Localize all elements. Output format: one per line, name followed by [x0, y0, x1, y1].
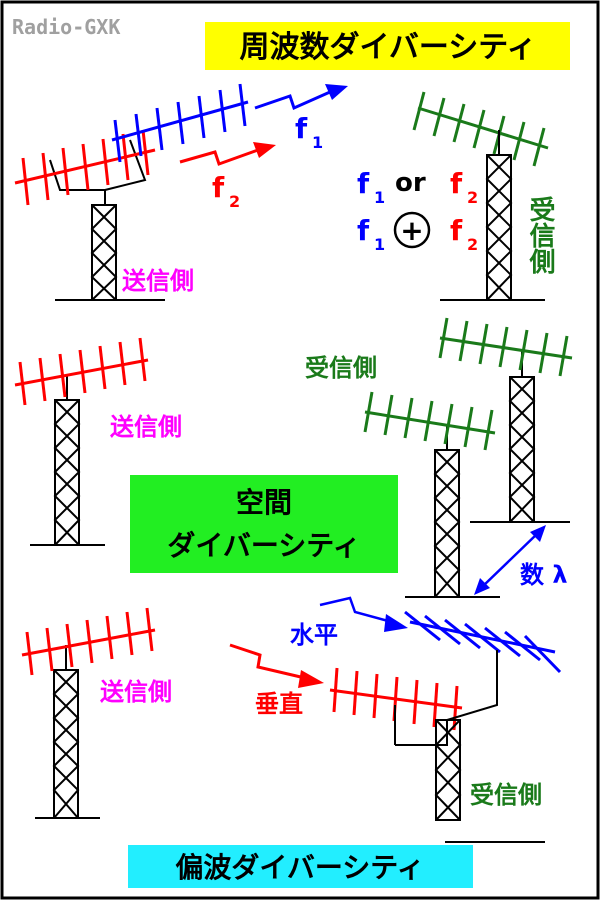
blue-horizontal-yagi — [404, 610, 562, 674]
green-yagi-antenna-upper — [438, 317, 573, 377]
tx-tower — [52, 669, 80, 819]
svg-text:2: 2 — [229, 192, 240, 211]
f2-label: f 2 — [212, 171, 240, 211]
svg-text:+: + — [400, 214, 423, 247]
svg-text:f: f — [295, 112, 308, 145]
red-yagi-antenna — [21, 607, 156, 676]
svg-text:2: 2 — [467, 188, 478, 207]
rx-tower — [434, 719, 462, 821]
red-yagi-antenna — [14, 337, 149, 406]
frequency-title: 周波数ダイバーシティ — [240, 30, 537, 65]
svg-text:f: f — [212, 171, 225, 204]
tx-tower — [90, 204, 118, 301]
f1-or-f2-text: f 1 or f 2 — [357, 167, 478, 207]
rx-label: 受信側 — [470, 781, 542, 809]
svg-text:1: 1 — [374, 235, 385, 254]
separation-arrow — [474, 525, 546, 595]
horizontal-label: 水平 — [290, 621, 338, 649]
svg-text:1: 1 — [374, 188, 385, 207]
space-title-line2: ダイバーシティ — [167, 529, 360, 562]
red-yagi-antenna — [14, 129, 156, 206]
space-diversity-section: 送信側 空間 ダイバーシティ — [14, 317, 573, 598]
rx-tower — [485, 154, 513, 301]
svg-text:f: f — [450, 167, 463, 200]
svg-text:or: or — [395, 168, 426, 198]
tx-label: 送信側 — [100, 678, 172, 706]
green-yagi-antenna — [412, 91, 549, 167]
svg-text:f: f — [450, 214, 463, 247]
combine-circle — [393, 211, 431, 249]
rx-label: 受信側 — [305, 354, 377, 382]
vertical-label: 垂直 — [255, 690, 303, 718]
frequency-title-box — [205, 22, 570, 70]
vertical-arrow — [229, 643, 324, 688]
green-yagi-antenna-lower — [363, 391, 496, 451]
svg-text:1: 1 — [312, 133, 323, 152]
svg-text:f: f — [357, 167, 370, 200]
polarization-diversity-section: 送信側 水平 垂直 — [21, 596, 562, 888]
svg-text:2: 2 — [467, 235, 478, 254]
horizontal-arrow — [319, 596, 408, 632]
polarization-title: 偏波ダイバーシティ — [175, 851, 424, 884]
frequency-diversity-section: 周波数ダイバーシティ — [14, 22, 570, 301]
f1-arrow — [254, 84, 348, 111]
watermark: Radio-GXK — [12, 15, 120, 39]
f2-arrow — [179, 142, 276, 166]
rx-lower-tower — [433, 449, 461, 598]
tx-label: 送信側 — [110, 413, 182, 441]
f1-plus-f2-text: f 1 + f 2 — [357, 211, 478, 254]
separation-label: 数 λ — [520, 561, 568, 589]
tx-tower — [53, 399, 81, 546]
space-title-box — [130, 475, 398, 573]
polarization-title-box — [128, 845, 473, 888]
blue-yagi-antenna — [111, 83, 249, 163]
rx-label-vertical: 受信側 — [525, 195, 556, 275]
svg-text:f: f — [357, 214, 370, 247]
red-vertical-yagi — [329, 667, 463, 731]
rx-upper-tower — [508, 376, 536, 523]
f1-label: f 1 — [295, 112, 323, 152]
tx-label: 送信側 — [122, 267, 194, 295]
space-title-line1: 空間 — [236, 486, 292, 519]
